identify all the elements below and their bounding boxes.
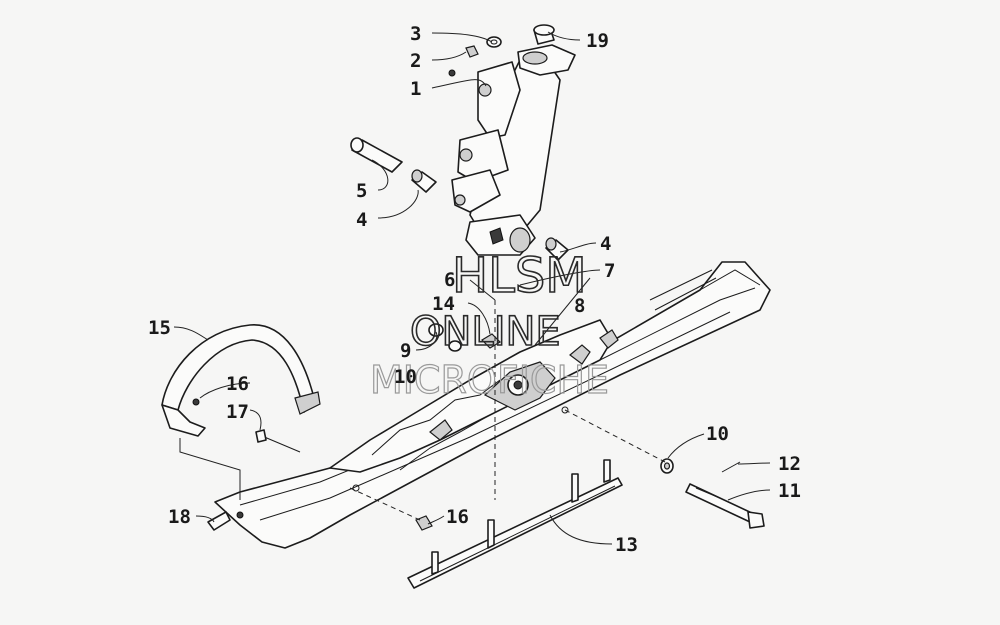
callout-7[interactable]: 7	[604, 260, 615, 282]
callout-10-upper[interactable]: 10	[394, 366, 417, 388]
callout-1[interactable]: 1	[410, 78, 421, 100]
handle-part[interactable]	[161, 324, 321, 437]
callout-17[interactable]: 17	[226, 401, 249, 423]
bolt-part-handle[interactable]	[255, 429, 301, 453]
callout-15[interactable]: 15	[148, 317, 171, 339]
callout-4-lower[interactable]: 4	[600, 233, 611, 255]
washer-part-small[interactable]	[428, 323, 462, 352]
callout-labels: 3 19 2 1 5 4 4 6 7 8 14 15 9 10 16 17 10…	[148, 23, 801, 556]
nut-part[interactable]	[465, 45, 479, 58]
cotter-pin-part[interactable]	[721, 461, 741, 473]
cotter-part[interactable]	[448, 69, 456, 77]
callout-18[interactable]: 18	[168, 506, 191, 528]
watermark-line-1: HLSM	[452, 248, 587, 304]
callout-19[interactable]: 19	[586, 30, 609, 52]
callout-14[interactable]: 14	[432, 293, 455, 315]
ski-part[interactable]	[214, 261, 771, 549]
leader-lines	[173, 31, 771, 545]
callout-16-lower[interactable]: 16	[446, 506, 469, 528]
callout-2[interactable]: 2	[410, 50, 421, 72]
callout-16-upper[interactable]: 16	[226, 373, 249, 395]
callout-11[interactable]: 11	[778, 480, 801, 502]
bolt-part-tip[interactable]	[207, 511, 244, 531]
washer-part-spindle[interactable]	[660, 458, 674, 474]
cap-part[interactable]	[533, 24, 555, 45]
callout-10-lower[interactable]: 10	[706, 423, 729, 445]
callout-4-upper[interactable]: 4	[356, 209, 367, 231]
bolt-part-spindle[interactable]	[685, 483, 765, 529]
watermark-line-2: ONLINE	[410, 309, 561, 355]
callout-5[interactable]: 5	[356, 180, 367, 202]
pin-part[interactable]	[350, 137, 403, 173]
callout-13[interactable]: 13	[615, 534, 638, 556]
watermark-line-3: MICROFICHE	[370, 358, 609, 402]
spindle-part[interactable]	[451, 44, 576, 256]
callout-6[interactable]: 6	[444, 269, 455, 291]
washer-part[interactable]	[486, 36, 502, 48]
wear-bar-part[interactable]	[407, 459, 623, 589]
callout-9[interactable]: 9	[400, 340, 411, 362]
callout-3[interactable]: 3	[410, 23, 421, 45]
bushing-part-upper[interactable]	[411, 169, 437, 193]
watermark: HLSM ONLINE MICROFICHE	[369, 247, 609, 402]
callout-8[interactable]: 8	[574, 295, 585, 317]
callout-12[interactable]: 12	[778, 453, 801, 475]
